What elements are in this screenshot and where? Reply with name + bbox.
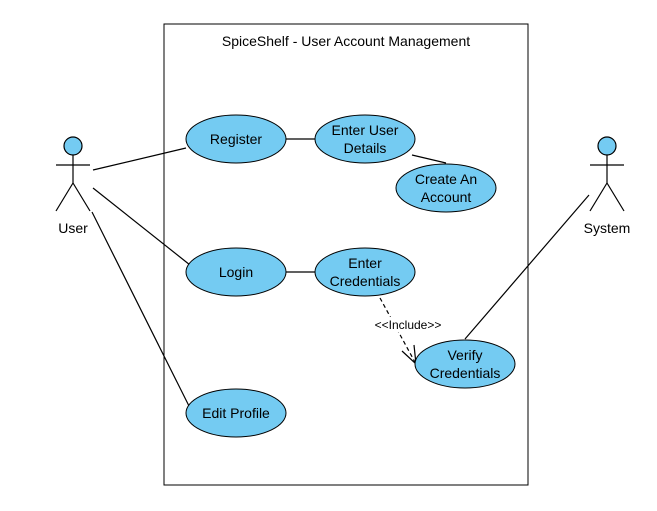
use-case-edit-profile-shape[interactable] xyxy=(185,388,287,438)
use-case-register[interactable]: Register xyxy=(185,114,287,164)
user-register-association xyxy=(92,147,187,171)
use-case-create-account-label-1: Create An xyxy=(415,171,477,187)
include-label-bg xyxy=(370,317,446,332)
use-case-enter-user-details[interactable]: Enter User Details xyxy=(314,114,416,164)
use-case-enter-user-details-label-2: Details xyxy=(344,140,387,156)
use-case-enter-credentials-label-1: Enter xyxy=(348,255,382,271)
use-case-create-account-label-2: Account xyxy=(421,189,472,205)
enter-details-create-account-link xyxy=(411,154,447,164)
use-case-login[interactable]: Login xyxy=(185,247,287,297)
use-case-edit-profile-label: Edit Profile xyxy=(202,405,270,421)
user-edit-profile-association xyxy=(91,211,191,409)
actor-system-left-leg xyxy=(589,182,608,212)
use-case-login-shape[interactable] xyxy=(185,247,287,297)
use-case-register-label: Register xyxy=(210,131,262,147)
user-login-association xyxy=(92,187,191,266)
use-case-create-account[interactable]: Create An Account xyxy=(395,163,497,213)
use-case-verify-credentials-label-2: Credentials xyxy=(430,365,501,381)
use-case-verify-credentials[interactable]: Verify Credentials xyxy=(414,339,516,389)
use-case-enter-user-details-shape[interactable] xyxy=(314,114,416,164)
actor-user-right-leg xyxy=(72,182,91,212)
actor-user xyxy=(55,136,91,212)
use-case-register-shape[interactable] xyxy=(185,114,287,164)
actor-system xyxy=(589,136,625,212)
use-case-enter-credentials-label-2: Credentials xyxy=(330,273,401,289)
diagram-title: SpiceShelf - User Account Management xyxy=(222,33,470,49)
actor-user-left-leg xyxy=(55,182,74,212)
use-case-edit-profile[interactable]: Edit Profile xyxy=(185,388,287,438)
use-case-verify-credentials-label-1: Verify xyxy=(447,347,482,363)
use-case-enter-user-details-label-1: Enter User xyxy=(332,122,399,138)
use-case-enter-credentials[interactable]: Enter Credentials xyxy=(314,247,416,297)
actor-user-label: User xyxy=(58,220,88,236)
actor-system-label: System xyxy=(584,220,631,236)
use-case-create-account-shape[interactable] xyxy=(395,163,497,213)
connectors xyxy=(91,138,590,409)
actor-system-right-leg xyxy=(606,182,625,212)
use-case-login-label: Login xyxy=(219,264,253,280)
include-label: <<Include>> xyxy=(375,318,442,332)
actor-user-head xyxy=(63,136,83,156)
actor-system-head xyxy=(597,136,617,156)
use-case-enter-credentials-shape[interactable] xyxy=(314,247,416,297)
use-case-verify-credentials-shape[interactable] xyxy=(414,339,516,389)
system-verify-association xyxy=(464,194,590,340)
